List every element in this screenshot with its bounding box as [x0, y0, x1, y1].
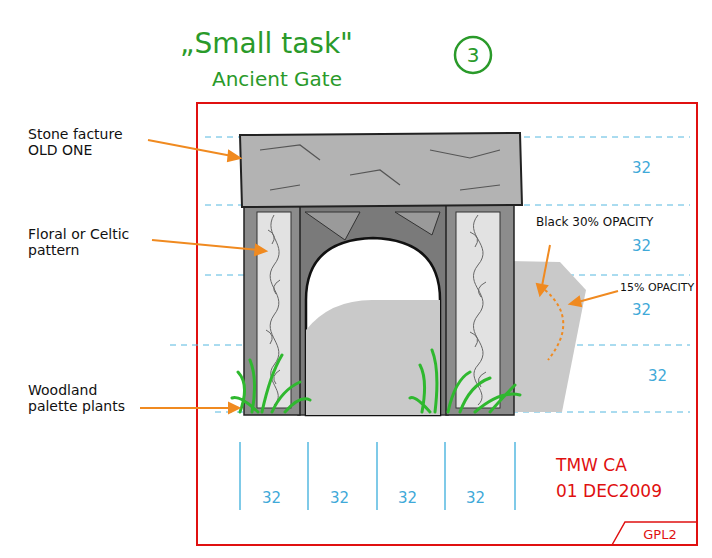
- node-text: GPL2: [643, 527, 676, 542]
- author-note: TMW CA: [556, 456, 686, 476]
- step-number: 3: [455, 37, 491, 73]
- column-lines: [240, 442, 515, 510]
- tile-size: 32: [262, 490, 292, 507]
- annotation: Woodland palette plants: [28, 382, 138, 414]
- annotation: 15% OPACITY: [620, 282, 700, 295]
- date-note: 01 DEC2009: [556, 482, 696, 502]
- license-tag: GPL2: [626, 524, 694, 544]
- tile-size: 32: [398, 490, 428, 507]
- tile-size: 32: [466, 490, 496, 507]
- annotation: Floral or Celtic pattern: [28, 226, 150, 258]
- tile-size: 32: [632, 302, 662, 319]
- tile-size: 32: [632, 160, 662, 177]
- soft-edge: [545, 290, 563, 360]
- subtitle: Ancient Gate: [212, 68, 412, 91]
- annotation: Black 30% OPACITY: [536, 216, 686, 230]
- title: „Small task": [180, 28, 353, 60]
- leader-arrows: [140, 140, 618, 413]
- node-text: 3: [467, 43, 480, 67]
- plants: [232, 350, 520, 412]
- tile-size: 32: [632, 238, 662, 255]
- annotation: Stone facture OLD ONE: [28, 126, 146, 158]
- tile-size: 32: [648, 368, 678, 385]
- frame: [197, 103, 697, 545]
- tile-size: 32: [330, 490, 360, 507]
